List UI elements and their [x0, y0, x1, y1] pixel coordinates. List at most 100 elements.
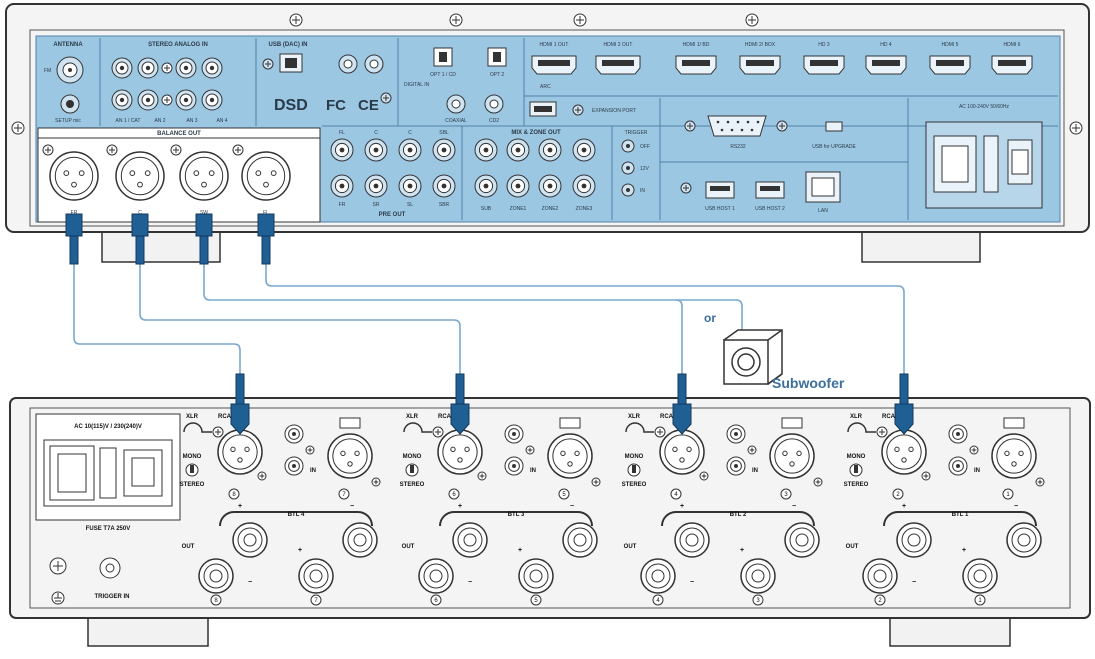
- xlr-rca-switch-icon: [403, 422, 432, 433]
- in-label: IN: [752, 468, 758, 474]
- mono-label: MONO: [625, 454, 644, 460]
- opt-2-label: OPT 2: [490, 72, 505, 78]
- balance-out-xlr-jack: [241, 151, 291, 201]
- trigger-in-jack: [99, 557, 121, 579]
- zone-label: ZONE1: [510, 206, 527, 212]
- rca-label: RCA: [882, 414, 896, 420]
- trigger-label: TRIGGER: [625, 130, 648, 136]
- analog-in-jack-r: [137, 89, 159, 111]
- btl-label: BTL 1: [952, 512, 969, 518]
- usb-host-2-port: [755, 181, 785, 199]
- expansion-port-label: EXPANSION PORT: [592, 108, 636, 114]
- stereo-analog-in-label: STEREO ANALOG IN: [148, 42, 208, 48]
- amp-xlr-input-jack: [991, 433, 1037, 479]
- amp-xlr-input-jack: [547, 433, 593, 479]
- rca-label: RCA: [438, 414, 452, 420]
- channel-number: 3: [780, 488, 792, 500]
- cable-line: [203, 262, 683, 376]
- screw-icon: [432, 426, 444, 438]
- fm-label: FM: [44, 68, 51, 74]
- digital-in-label: DIGITAL IN: [404, 82, 430, 88]
- analog-in-jack-r: [175, 89, 197, 111]
- speaker-terminal: [232, 522, 268, 558]
- hdmi-out-label: HDMI 2 OUT: [604, 42, 633, 48]
- zone-out-jack: [474, 138, 498, 162]
- pre-out-top-label: FL: [339, 130, 345, 136]
- channel-number-text: 6: [434, 598, 438, 604]
- optical-1-port: [433, 47, 453, 67]
- amplifier-unit: AC 10(115)V / 230(240)V FUSE T7A 250V TR…: [9, 397, 1091, 647]
- analog-in-label: AN 2: [154, 118, 165, 124]
- analog-in-jacks: [111, 57, 223, 111]
- receiver-inner-frame: [29, 29, 1065, 227]
- amp-power-inlet: [43, 439, 173, 507]
- fc-logo: FC: [326, 97, 346, 114]
- mono-stereo-switch-lever: [190, 465, 194, 473]
- usb-host-1-label: USB HOST 1: [705, 206, 735, 212]
- plus-label: +: [298, 547, 302, 554]
- in-label: IN: [974, 468, 980, 474]
- pre-out-jack: [330, 174, 354, 198]
- analog-in-label: AN 3: [186, 118, 197, 124]
- balance-out-xlr-jack: [179, 151, 229, 201]
- btl-bracket: [661, 511, 815, 527]
- amp-xlr-input-jack: [881, 429, 927, 475]
- speaker-terminal: [452, 522, 488, 558]
- zone-out-jack: [538, 138, 562, 162]
- screw-icon: [591, 477, 601, 487]
- screw-icon: [170, 144, 182, 156]
- amp-xlr-input-jack: [769, 433, 815, 479]
- receiver-power-inlet: [925, 121, 1043, 209]
- screw-icon: [477, 471, 487, 481]
- channel-number-text: 4: [656, 598, 660, 604]
- channel-number: 2: [874, 594, 886, 606]
- receiver-foot-right: [861, 231, 981, 263]
- channel-number: 2: [892, 488, 904, 500]
- minus-label: −: [1014, 503, 1018, 510]
- screw-icon: [745, 13, 759, 27]
- xlr-latch-icon: [781, 417, 803, 429]
- amp-rca-input-jack: [948, 456, 968, 476]
- hdmi-in-label: HDMI 6: [1004, 42, 1021, 48]
- speaker-terminal: [198, 558, 234, 594]
- xlr-plug: [131, 213, 149, 265]
- opt-1-label: OPT 1 / CD: [430, 72, 456, 78]
- xlr-plug: [230, 373, 250, 435]
- speaker-terminal: [518, 558, 554, 594]
- analog-in-jack-r: [111, 89, 133, 111]
- xlr-plug: [65, 213, 83, 265]
- xlr-rca-switch-icon: [183, 422, 212, 433]
- analog-in-jack-l: [137, 57, 159, 79]
- xlr-label: XLR: [850, 414, 863, 420]
- speaker-terminal: [342, 522, 378, 558]
- rs232-label: RS232: [730, 144, 746, 150]
- channel-number-text: 7: [342, 492, 346, 498]
- btl-label: BTL 2: [730, 512, 747, 518]
- speaker-terminal: [1006, 522, 1042, 558]
- xlr-plug: [257, 213, 275, 265]
- hdmi-port-inner: [538, 60, 570, 66]
- analog-in-jack-l: [175, 57, 197, 79]
- mix-zone-label: MIX & ZONE OUT: [511, 130, 561, 136]
- minus-label: −: [248, 579, 252, 586]
- out-label: OUT: [624, 544, 637, 550]
- trigger-12v-label: 12V: [640, 166, 650, 172]
- pre-out-jack: [432, 138, 456, 162]
- channel-number: 7: [338, 488, 350, 500]
- xlr-label: XLR: [406, 414, 419, 420]
- screw-icon: [106, 144, 118, 156]
- subwoofer-icon: [722, 329, 783, 385]
- channel-number-text: 2: [878, 598, 882, 604]
- channel-number-text: 6: [452, 492, 456, 498]
- ground-screw-icon: [49, 557, 67, 575]
- screw-icon: [161, 62, 173, 74]
- cable-line: [73, 262, 241, 376]
- channel-number-text: 7: [314, 598, 318, 604]
- hdmi-port-inner: [936, 60, 964, 66]
- channel-number-text: 4: [674, 492, 678, 498]
- channel-number-text: 1: [1006, 492, 1010, 498]
- amp-xlr-input-jack: [217, 429, 263, 475]
- plus-label: +: [458, 503, 462, 510]
- plus-label: +: [902, 503, 906, 510]
